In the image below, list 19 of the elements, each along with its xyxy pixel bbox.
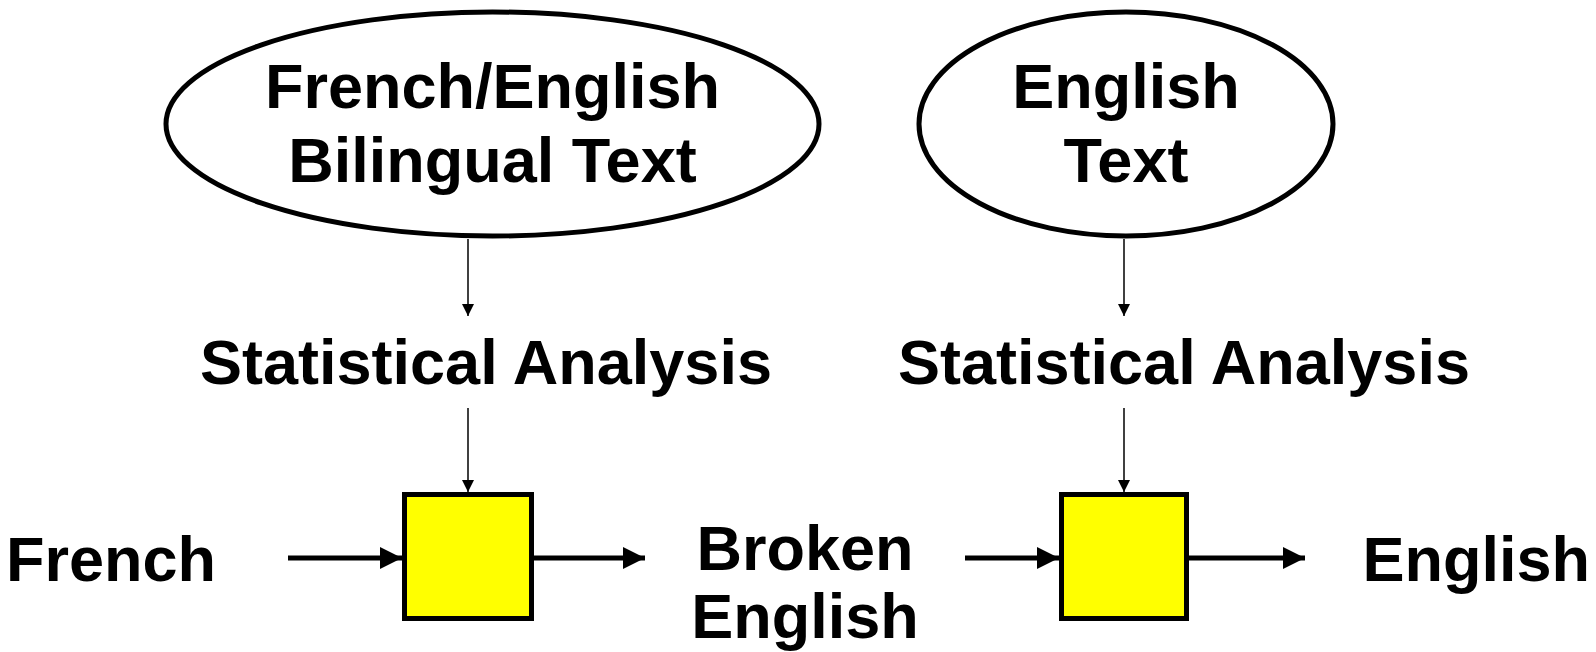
arrow [1118,238,1130,317]
ellipse-node [916,9,1336,239]
ellipse-node [163,9,822,239]
node-label: Statistical Analysis [898,326,1470,398]
arrow [1189,546,1305,570]
arrow [462,238,474,317]
node-label: English [1362,523,1590,595]
arrow [534,546,645,570]
arrow [1118,407,1130,493]
arrow [288,546,402,570]
arrow [965,546,1059,570]
node-label: French [6,523,217,595]
arrow [462,407,474,493]
node-label: French/English Bilingual Text [263,50,722,197]
process-box [1059,492,1189,621]
node-label: Broken English [690,513,920,651]
node-label: English Text [1011,50,1241,197]
process-box [402,492,534,621]
node-label: Statistical Analysis [200,326,772,398]
